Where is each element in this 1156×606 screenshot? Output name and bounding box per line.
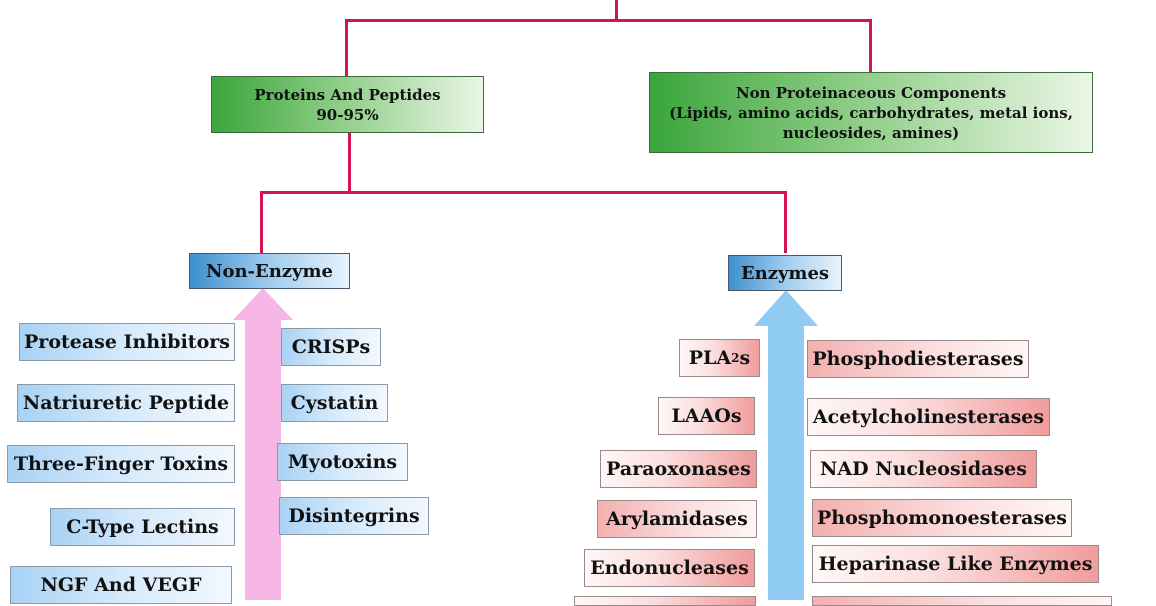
non-proteinaceous-desc-1: (Lipids, amino acids, carbohydrates, met…: [669, 103, 1073, 122]
cystatin-box: Cystatin: [281, 384, 388, 422]
non-proteinaceous-desc-2: nucleosides, amines): [782, 123, 960, 142]
connector-right-drop: [869, 19, 872, 73]
non-proteinaceous-title: Non Proteinaceous Components: [735, 83, 1007, 102]
non-enzyme-header: Non-Enzyme: [189, 253, 350, 289]
pla2s-base: PLA: [688, 347, 732, 369]
connector-enzymes-drop: [784, 191, 787, 253]
laaos-box: LAAOs: [658, 397, 755, 435]
proteins-peptides-box: Proteins And Peptides 90-95%: [211, 76, 484, 133]
crisps-box: CRISPs: [281, 328, 381, 366]
connector-proteins-stem: [348, 132, 351, 193]
connector-mid-bar: [260, 191, 787, 194]
acetylcholinesterases-box: Acetylcholinesterases: [807, 398, 1050, 436]
enzymes-up-arrow: [754, 290, 818, 600]
heparinase-like-enzymes-box: Heparinase Like Enzymes: [812, 545, 1099, 583]
non-proteinaceous-box: Non Proteinaceous Components (Lipids, am…: [649, 72, 1093, 153]
connector-nonenzyme-drop: [260, 191, 263, 253]
proteins-peptides-percent: 90-95%: [316, 105, 379, 124]
c-type-lectins-box: C-Type Lectins: [50, 508, 235, 546]
connector-left-drop: [345, 19, 348, 76]
non-enzyme-up-arrow: [233, 288, 293, 600]
disintegrins-box: Disintegrins: [279, 497, 429, 535]
protease-inhibitors-box: Protease Inhibitors: [19, 323, 235, 361]
enzyme-box-partial-right: [812, 596, 1112, 606]
connector-root-stem: [615, 0, 618, 20]
enzyme-box-partial-left: [574, 596, 756, 606]
nad-nucleosidases-box: NAD Nucleosidases: [810, 450, 1037, 488]
phosphomonoesterases-box: Phosphomonoesterases: [812, 499, 1072, 537]
arylamidases-box: Arylamidases: [597, 500, 757, 538]
three-finger-toxins-box: Three-Finger Toxins: [7, 445, 235, 483]
enzymes-header: Enzymes: [728, 255, 842, 291]
paraoxonases-box: Paraoxonases: [600, 450, 757, 488]
ngf-vegf-box: NGF And VEGF: [10, 566, 232, 604]
endonucleases-box: Endonucleases: [584, 549, 755, 587]
pla2s-tail: s: [739, 347, 751, 369]
myotoxins-box: Myotoxins: [277, 443, 408, 481]
phosphodiesterases-box: Phosphodiesterases: [807, 340, 1029, 378]
natriuretic-peptide-box: Natriuretic Peptide: [17, 384, 235, 422]
pla2s-subscript: 2: [731, 351, 740, 365]
proteins-peptides-title: Proteins And Peptides: [254, 85, 441, 104]
connector-top-bar: [345, 19, 872, 22]
